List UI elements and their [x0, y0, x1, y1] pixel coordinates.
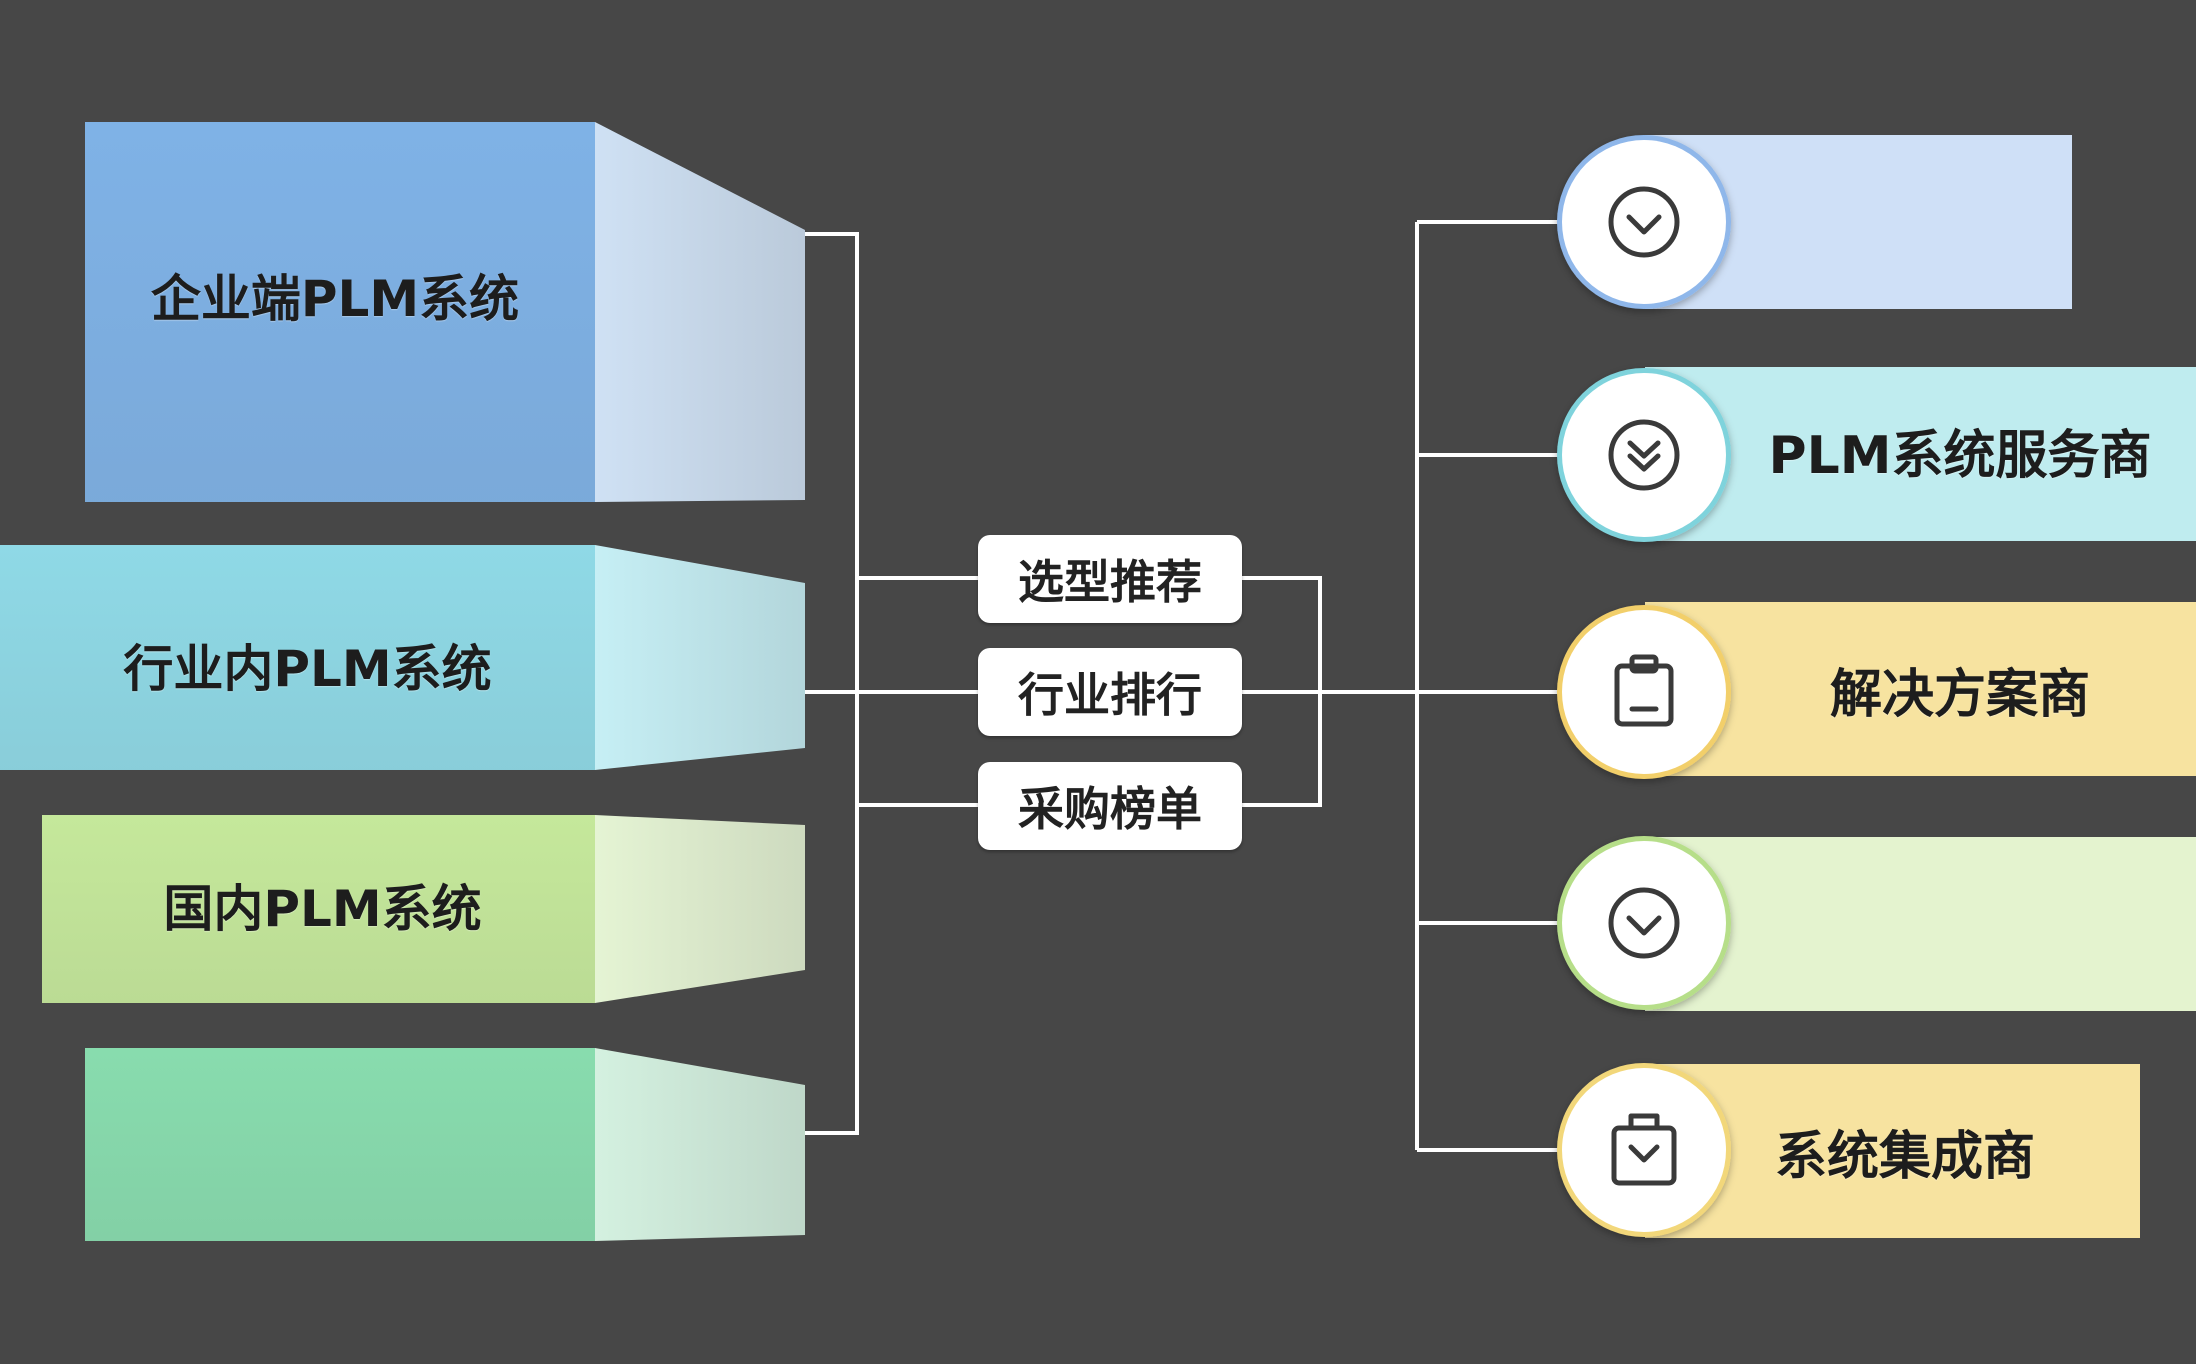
right-item-bar: [1645, 837, 2196, 1011]
right-item-label-1: [1740, 135, 2070, 309]
left-panel-industry: [0, 545, 805, 770]
right-item-5: [1557, 1063, 2140, 1238]
double-chevron-down-icon: [1608, 419, 1680, 491]
left-panel-enterprise: [85, 122, 805, 502]
icon-badge: [1562, 1068, 1726, 1232]
left-panel-front: [0, 545, 595, 770]
left-bracket-line: [805, 232, 859, 1135]
right-item-4: [1557, 836, 2196, 1011]
right-item-2: [1557, 367, 2196, 542]
clipboard-icon: [1614, 654, 1674, 727]
left-panel-front: [85, 122, 595, 502]
chevron-down-circle-icon: [1608, 887, 1680, 959]
connector-lines: [805, 220, 1560, 1152]
icon-badge: [1562, 841, 1726, 1005]
left-panel-label-domestic: 国内PLM系统: [163, 880, 482, 938]
right-item-bar: [1645, 602, 2196, 776]
chevron-down-circle-icon: [1608, 186, 1680, 258]
left-panel-domestic: [42, 815, 805, 1003]
left-panel-front: [85, 1048, 595, 1241]
right-item-bar: [1645, 367, 2196, 541]
left-panel-front: [42, 815, 595, 1003]
icon-badge: [1562, 140, 1726, 304]
left-panel-label-enterprise: 企业端PLM系统: [150, 270, 520, 328]
industry-ranking-button[interactable]: 行业排行: [978, 648, 1242, 736]
right-item-1: [1557, 135, 2072, 309]
procurement-list-button[interactable]: 采购榜单: [978, 762, 1242, 850]
left-panel-label-industry: 行业内PLM系统: [123, 640, 492, 698]
left-panel-fourth: [85, 1048, 805, 1241]
right-item-label-solution-provider: 解决方案商: [1829, 664, 2090, 725]
icon-badge: [1562, 610, 1726, 774]
right-item-3: [1557, 602, 2196, 779]
left-panel-side: [595, 815, 805, 1003]
left-panel-side: [595, 1048, 805, 1241]
right-item-label-plm-provider: PLM系统服务商: [1768, 425, 2152, 486]
left-panel-label-4: [85, 1080, 595, 1210]
right-item-label-4: [1740, 837, 2180, 1011]
right-item-label-system-integrator: 系统集成商: [1774, 1126, 2035, 1187]
selection-recommendation-button[interactable]: 选型推荐: [978, 535, 1242, 623]
left-panel-side: [595, 122, 805, 502]
left-panel-side: [595, 545, 805, 770]
shopping-bag-icon: [1611, 1113, 1677, 1186]
